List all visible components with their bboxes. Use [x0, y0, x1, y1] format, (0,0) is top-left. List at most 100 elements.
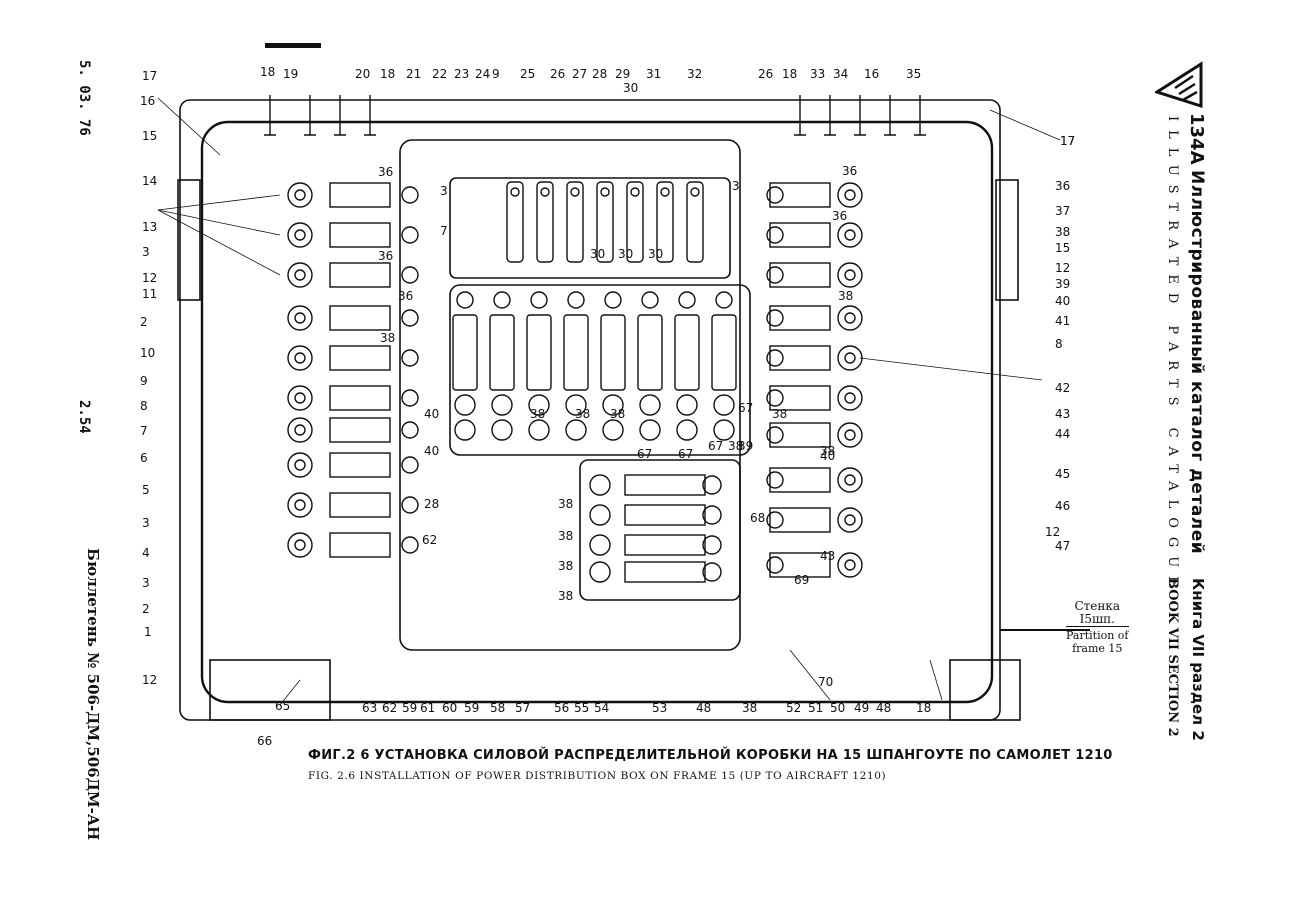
callout-number: 24 — [475, 67, 490, 81]
callout-number: 3 — [142, 516, 150, 530]
terminal-bolt — [401, 309, 419, 327]
callout-number: 65 — [275, 699, 290, 713]
fuse-lug — [589, 474, 611, 496]
lower-fuse-panel — [579, 459, 741, 601]
callout-number: 38 — [558, 529, 573, 543]
callout-number: 18 — [782, 67, 797, 81]
bus-strap — [329, 452, 391, 478]
bus-strap — [329, 222, 391, 248]
terminal-stud — [837, 467, 863, 493]
fuse-lug — [713, 394, 735, 416]
terminal-nut — [844, 392, 856, 404]
callout-number: 57 — [515, 701, 530, 715]
terminal-bolt — [401, 226, 419, 244]
fuse-lug — [493, 291, 511, 309]
fuse-lug — [565, 394, 587, 416]
partition-ru-line1: Стенка — [1074, 599, 1121, 613]
callout-number: 12 — [1055, 261, 1070, 275]
callout-number: 59 — [464, 701, 479, 715]
callout-number: 55 — [574, 701, 589, 715]
callout-number: 26 — [758, 67, 773, 81]
callout-number: 38 — [728, 439, 743, 453]
callout-number: 43 — [1055, 407, 1070, 421]
fuse-lug — [702, 475, 722, 495]
fuse-lug — [639, 419, 661, 441]
callout-number: 67 — [637, 447, 652, 461]
callout-number: 47 — [1055, 539, 1070, 553]
terminal-nut — [294, 312, 306, 324]
callout-number: 3 — [142, 576, 150, 590]
callout-number: 40 — [424, 444, 439, 458]
relay-contact — [536, 181, 554, 263]
callout-number: 42 — [1055, 381, 1070, 395]
terminal-nut — [844, 352, 856, 364]
callout-number: 56 — [554, 701, 569, 715]
callout-number: 18 — [380, 67, 395, 81]
fuse-lug — [567, 291, 585, 309]
leader-line — [929, 659, 943, 701]
terminal-nut — [294, 229, 306, 241]
relay-contact — [566, 181, 584, 263]
title-ru: Иллюстрированный каталог деталей — [1187, 170, 1207, 555]
terminal-stud — [837, 345, 863, 371]
bottom-left-foot — [209, 659, 331, 721]
callout-number: 60 — [442, 701, 457, 715]
fuse-lug — [528, 394, 550, 416]
terminal-stud — [837, 262, 863, 288]
callout-number: 8 — [1055, 337, 1063, 351]
callout-number: 67 — [738, 401, 753, 415]
callout-number: 10 — [140, 346, 155, 360]
callout-number: 38 — [838, 289, 853, 303]
fuse-lug — [702, 535, 722, 555]
callout-number: 9 — [140, 374, 148, 388]
fuse-lug — [589, 561, 611, 583]
terminal-stud — [837, 305, 863, 331]
leader-line — [279, 679, 301, 706]
callout-number: 39 — [1055, 277, 1070, 291]
callout-number: 30 — [618, 247, 633, 261]
fuse-body — [637, 314, 663, 391]
callout-number: 13 — [142, 220, 157, 234]
callout-number: 8 — [140, 399, 148, 413]
relay-contact — [656, 181, 674, 263]
fuse-body — [624, 534, 706, 556]
terminal-lugs — [287, 182, 863, 583]
callout-number: 38 — [1055, 225, 1070, 239]
bus-strap — [769, 222, 831, 248]
callout-number: 31 — [646, 67, 661, 81]
relay-screw — [540, 187, 550, 197]
terminal-stud — [837, 507, 863, 533]
center-panel — [399, 139, 741, 651]
fuse-body — [526, 314, 552, 391]
terminal-stud — [287, 492, 313, 518]
callout-number: 38 — [610, 407, 625, 421]
terminal-bolt — [401, 456, 419, 474]
leader-line — [789, 649, 831, 701]
relay-contact — [506, 181, 524, 263]
fuse-lug — [456, 291, 474, 309]
fuse-body — [711, 314, 737, 391]
terminal-bolt — [401, 536, 419, 554]
terminal-stud — [837, 222, 863, 248]
header-rule — [265, 43, 321, 48]
callout-number: 52 — [786, 701, 801, 715]
terminal-stud — [837, 552, 863, 578]
callout-number: 3 — [142, 245, 150, 259]
partition-en-line1: Partition of — [1066, 629, 1129, 642]
callout-number: 7 — [440, 224, 448, 238]
callout-number: 17 — [1060, 134, 1075, 148]
bus-strap — [769, 467, 831, 493]
callout-number: 26 — [550, 67, 565, 81]
book-ru: Книга VII раздел 2 — [1189, 578, 1207, 741]
callout-number: 54 — [594, 701, 609, 715]
relay-screw — [570, 187, 580, 197]
callout-number: 70 — [818, 675, 833, 689]
terminal-stud — [287, 345, 313, 371]
callout-number: 36 — [398, 289, 413, 303]
callout-number: 38 — [558, 559, 573, 573]
bus-strap — [769, 552, 831, 578]
terminal-stud — [837, 422, 863, 448]
callout-number: 48 — [696, 701, 711, 715]
aircraft-logo-icon — [1155, 61, 1203, 109]
bulletin-label: Бюллетень № 506-ДМ,506ДМ-АН — [84, 548, 102, 841]
